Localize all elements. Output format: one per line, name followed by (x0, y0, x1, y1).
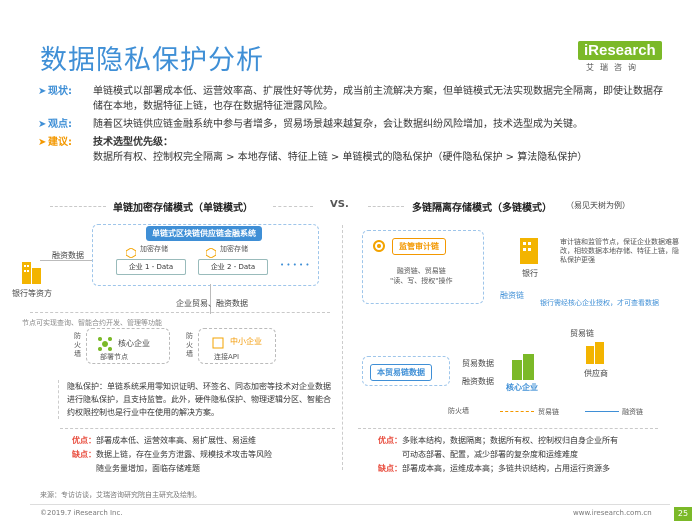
core-enterprise-label: 核心企业 (118, 339, 150, 348)
cons-text: 部署成本高，运维成本高；多链共识结构，占用运行资源多 (402, 464, 610, 473)
financing-chain-label: 融资链 (500, 291, 524, 300)
trade-data-label: 贸易数据 (462, 359, 494, 368)
bank-building-icon (518, 236, 540, 268)
source-note: 来源：专访访谈，艾瑞咨询研究院自主研究及绘制。 (40, 491, 201, 499)
encrypt-storage-label: 加密存储 (140, 245, 168, 253)
cons-label: 缺点： (378, 464, 402, 473)
divider (30, 312, 330, 313)
logo-main: iResearch (578, 41, 662, 60)
bullet-key: 观点: (48, 119, 72, 130)
vs-label: VS. (330, 199, 349, 210)
bank-label: 银行 (522, 269, 538, 278)
bullet-status: ➤ 现状: 单链模式以部署成本低、运营效率高、扩展性好等优势，成当前主流解决方案… (38, 84, 668, 114)
divider (50, 206, 106, 207)
bullet-key: 现状: (48, 86, 72, 97)
building-icon (20, 258, 44, 284)
single-chain-system-box (92, 224, 319, 286)
pros-label: 优点： (378, 436, 402, 445)
pros-label: 优点： (72, 436, 96, 445)
financing-data-label: 融资数据 (52, 251, 84, 260)
page-number: 25 (674, 507, 692, 521)
right-pros: 优点：多账本结构，数据隔离；数据所有权、控制权归自身企业所有 (378, 434, 618, 447)
supplier-icon (584, 340, 606, 368)
privacy-protection-note: 隐私保护：单链系统采用零知识证明、环签名、同态加密等技术对企业数据进行隐私保护，… (58, 380, 335, 419)
pros-text: 部署成本低、运营效率高、易扩展性、易运维 (96, 436, 256, 445)
divider (358, 428, 658, 429)
single-chain-system-title: 单链式区块链供应链金融系统 (146, 226, 262, 241)
left-pros: 优点：部署成本低、运营效率高、易扩展性、易运维 (72, 434, 256, 447)
cons-label: 缺点： (72, 450, 96, 459)
legend-trade-line (500, 411, 534, 412)
bank-auth-note: 银行需经核心企业授权，才可查看数据 (540, 299, 659, 307)
enterprise-trade-data-label: 企业贸易、融资数据 (176, 299, 248, 308)
firewall-label: 防 火 墙 (74, 332, 81, 358)
bullet-line1: 技术选型优先级： (93, 137, 173, 148)
column-divider (342, 225, 343, 470)
more-dots: • • • • • (280, 261, 310, 269)
firewall-label: 防 火 墙 (186, 332, 193, 358)
iresearch-logo: iResearch 艾瑞咨询 (578, 40, 666, 73)
left-mode-title: 单链加密存储模式（单链模式） (113, 203, 253, 214)
legend-fin-label: 融资链 (622, 408, 643, 416)
node-function-note: 节点可实现查询、智能合约开发、管理等功能 (22, 319, 162, 327)
bullet-line2: 数据所有权、控制权完全隔离 > 本地存储、特征上链 > 单链模式的隐私保护（硬件… (93, 152, 588, 163)
divider (273, 206, 313, 207)
right-cons: 缺点：部署成本高，运维成本高；多链共识结构，占用运行资源多 (378, 462, 610, 475)
legend-trade-label: 贸易链 (538, 408, 559, 416)
bank-note: 审计链和监管节点，保证企业数据难篡改，相较数据本地存储、特征上链，隐私保护更强 (560, 238, 679, 264)
gear-icon (372, 238, 386, 257)
cons-text: 数据上链，存在业务方泄露、规模技术攻击等风险 (96, 450, 272, 459)
local-data-box (362, 356, 450, 386)
sme-box (198, 328, 276, 364)
financing-data-label: 融资数据 (462, 377, 494, 386)
pros-text-2: 可动态部署、配置，减少部署的复杂度和运维难度 (402, 450, 578, 459)
shield-icon (212, 334, 224, 353)
deploy-node-label: 部署节点 (100, 353, 128, 361)
encrypt-storage-label: 加密存储 (220, 245, 248, 253)
supplier-label: 供应商 (584, 369, 608, 378)
connector-line (210, 284, 212, 314)
bullet-list: ➤ 现状: 单链模式以部署成本低、运营效率高、扩展性好等优势，成当前主流解决方案… (38, 84, 668, 168)
legend-fin-line (585, 411, 619, 412)
network-icon (98, 336, 112, 355)
cons-text-2: 随业务量增加，面临存储难题 (96, 464, 200, 473)
arrow-icon: ➤ (38, 137, 47, 148)
arrow-icon: ➤ (38, 86, 47, 97)
audit-chain-desc: 融资链、贸易链 "读、写、授权"操作 (390, 267, 453, 285)
pros-text: 多账本结构，数据隔离；数据所有权、控制权归自身企业所有 (402, 436, 618, 445)
core-enterprise-icon (510, 352, 536, 384)
bullet-text: 单链模式以部署成本低、运营效率高、扩展性好等优势，成当前主流解决方案，但单链模式… (93, 86, 663, 112)
trade-chain-label: 贸易链 (570, 329, 594, 338)
core-enterprise-box (86, 328, 170, 364)
right-mode-title: 多链隔离存储模式（多链模式） (412, 203, 552, 214)
enterprise-2-data: 企业 2 - Data (198, 259, 268, 275)
enterprise-1-data: 企业 1 - Data (116, 259, 186, 275)
connector-line (40, 260, 92, 261)
website-link[interactable]: www.iresearch.com.cn (573, 509, 652, 517)
page-title: 数据隐私保护分析 (40, 45, 264, 76)
logo-sub: 艾瑞咨询 (586, 63, 642, 72)
privacy-text: 隐私保护：单链系统采用零知识证明、环签名、同态加密等技术对企业数据进行隐私保护，… (67, 382, 331, 417)
sme-label: 中小企业 (230, 337, 262, 346)
bank-capital-label: 银行等资方 (12, 289, 52, 298)
footer-rule (30, 504, 670, 505)
divider (60, 428, 335, 429)
bullet-text: 随着区块链供应链金融系统中参与者增多，贸易场景越来越复杂，会让数据纠纷风险增加，… (93, 119, 583, 130)
arrow-icon: ➤ (38, 119, 47, 130)
bullet-view: ➤ 观点: 随着区块链供应链金融系统中参与者增多，贸易场景越来越复杂，会让数据纠… (38, 117, 668, 132)
left-cons: 缺点：数据上链，存在业务方泄露、规模技术攻击等风险 (72, 448, 272, 461)
core-enterprise-label: 核心企业 (506, 383, 538, 392)
right-mode-note: （易见天树为例） (566, 201, 630, 210)
divider (368, 206, 404, 207)
bullet-suggest: ➤ 建议: 技术选型优先级： 数据所有权、控制权完全隔离 > 本地存储、特征上链… (38, 135, 668, 165)
copyright: ©2019.7 iResearch Inc. (40, 509, 123, 517)
bullet-key: 建议: (48, 137, 72, 148)
audit-chain-title: 监管审计链 (392, 238, 446, 255)
audit-chain-box (362, 230, 484, 304)
firewall-label: 防火墙 (448, 407, 469, 415)
connect-api-label: 连接API (214, 353, 240, 361)
local-trade-data: 本贸易链数据 (370, 364, 432, 381)
